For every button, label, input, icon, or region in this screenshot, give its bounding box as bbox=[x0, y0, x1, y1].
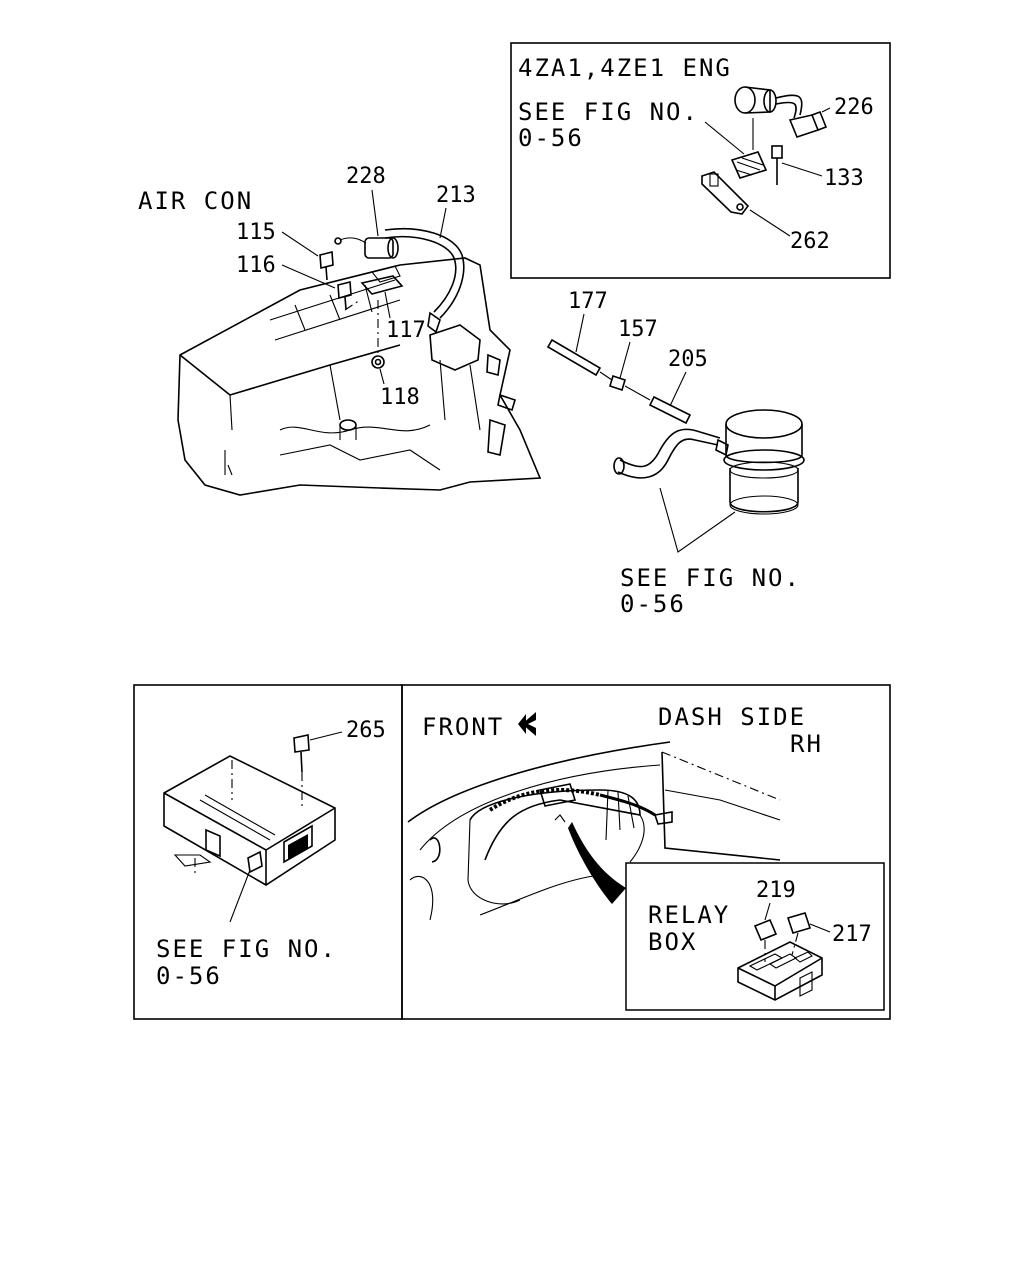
engine-variant-inset: 4ZA1,4ZE1 ENG SEE FIG NO. 0-56 bbox=[510, 42, 891, 279]
leader-217 bbox=[809, 923, 831, 933]
leader-228 bbox=[371, 189, 379, 237]
part-number-265: 265 bbox=[346, 718, 386, 743]
front-arrow-icon bbox=[522, 712, 536, 736]
control-unit-drawing bbox=[163, 734, 336, 886]
dash-side-label: DASH SIDE bbox=[658, 703, 806, 731]
part-number-226: 226 bbox=[834, 95, 874, 120]
leader-262 bbox=[749, 209, 791, 237]
leader-205 bbox=[669, 371, 687, 407]
part-number-177: 177 bbox=[568, 289, 608, 314]
see-fig-leader-bottom bbox=[229, 869, 251, 923]
engine-variant-title: 4ZA1,4ZE1 ENG bbox=[518, 54, 732, 82]
see-fig-text-mid: SEE FIG NO. bbox=[620, 564, 801, 592]
see-fig-text-bottom: SEE FIG NO. bbox=[156, 935, 337, 963]
air-con-switch-assembly bbox=[319, 227, 465, 369]
leader-117 bbox=[384, 291, 391, 319]
leader-177 bbox=[575, 313, 585, 353]
leader-157 bbox=[619, 341, 631, 379]
leader-226 bbox=[821, 107, 831, 113]
relay-label: RELAY bbox=[648, 901, 730, 929]
engine-block-drawing bbox=[177, 257, 542, 496]
part-number-213: 213 bbox=[436, 183, 476, 208]
leader-115 bbox=[281, 231, 319, 257]
leader-116 bbox=[281, 264, 336, 289]
fig-ref-text-mid: 0-56 bbox=[620, 590, 686, 618]
fig-ref-text-bottom: 0-56 bbox=[156, 962, 222, 990]
leader-118 bbox=[379, 368, 385, 385]
leader-133 bbox=[781, 162, 823, 177]
leader-219 bbox=[764, 902, 771, 921]
inset-see-fig-text: SEE FIG NO. bbox=[518, 98, 699, 126]
sensor-assembly-drawing bbox=[701, 86, 828, 215]
front-arrow-head-icon bbox=[518, 714, 526, 734]
part-number-217: 217 bbox=[832, 922, 872, 947]
part-number-117: 117 bbox=[386, 318, 426, 343]
inset-fig-ref-text: 0-56 bbox=[518, 124, 584, 152]
leader-213 bbox=[439, 207, 447, 239]
part-number-228: 228 bbox=[346, 164, 386, 189]
part-number-157: 157 bbox=[618, 317, 658, 342]
dash-side-panel bbox=[401, 684, 891, 1020]
leader-265 bbox=[309, 731, 343, 741]
box-label: BOX bbox=[648, 928, 697, 956]
see-fig-leader bbox=[704, 121, 745, 155]
hose-and-air-cleaner bbox=[546, 338, 805, 515]
part-number-118: 118 bbox=[380, 385, 420, 410]
front-label: FRONT bbox=[422, 713, 504, 741]
rh-label: RH bbox=[790, 730, 823, 758]
relay-box-drawing bbox=[737, 912, 823, 1001]
engine-variant-inset-frame bbox=[510, 42, 891, 279]
see-fig-leader-lower bbox=[659, 487, 736, 553]
part-number-219: 219 bbox=[756, 878, 796, 903]
part-number-205: 205 bbox=[668, 347, 708, 372]
part-number-116: 116 bbox=[236, 253, 276, 278]
engine-bay-drawing bbox=[407, 741, 781, 921]
part-number-115: 115 bbox=[236, 220, 276, 245]
air-con-label: AIR CON bbox=[138, 187, 253, 215]
part-number-133: 133 bbox=[824, 166, 864, 191]
relay-box-inset bbox=[625, 862, 885, 1011]
part-number-262: 262 bbox=[790, 229, 830, 254]
